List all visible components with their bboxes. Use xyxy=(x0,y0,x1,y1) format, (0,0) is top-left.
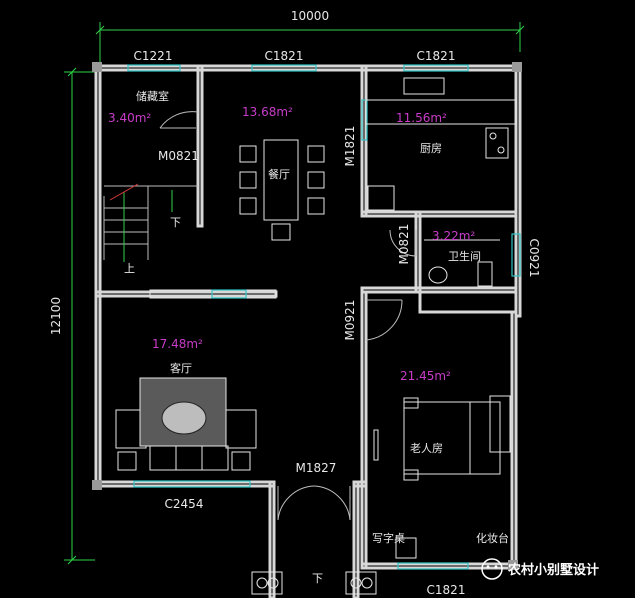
exterior-walls xyxy=(92,62,522,598)
room-area-elder-room: 21.45m² xyxy=(400,369,451,383)
bed xyxy=(403,395,511,481)
vanity-label: 化妆台 xyxy=(476,531,509,545)
label-c1821-right: C1821 xyxy=(417,49,456,63)
label-m0821-bath: M0821 xyxy=(397,224,411,265)
wechat-icon xyxy=(481,558,503,580)
width-dimension: 10000 xyxy=(291,9,329,23)
dimension-lines xyxy=(64,22,525,565)
room-area-living: 17.48m² xyxy=(152,337,203,351)
room-name-living: 客厅 xyxy=(170,361,192,375)
interior-walls xyxy=(94,64,518,314)
label-c2454: C2454 xyxy=(165,497,204,511)
room-area-kitchen: 11.56m² xyxy=(396,111,447,125)
room-name-elder-room: 老人房 xyxy=(410,442,443,455)
watermark: 农村小别墅设计 xyxy=(481,558,599,580)
kitchen-fixtures xyxy=(365,77,517,211)
room-area-storage: 3.40m² xyxy=(108,111,151,125)
desk-label: 写字桌 xyxy=(372,531,405,545)
storage-cabinet-strip xyxy=(149,289,277,299)
room-area-dining: 13.68m² xyxy=(242,105,293,119)
label-m1827: M1827 xyxy=(296,461,337,475)
staircase xyxy=(103,183,198,262)
watermark-text: 农村小别墅设计 xyxy=(507,562,599,578)
label-c1821-top: C1821 xyxy=(265,49,304,63)
room-name-dining: 餐厅 xyxy=(268,167,290,181)
label-m0921: M0921 xyxy=(343,300,357,341)
label-m1821: M1821 xyxy=(343,126,357,167)
room-name-kitchen: 厨房 xyxy=(420,142,442,155)
desk xyxy=(373,429,417,559)
label-c1221: C1221 xyxy=(134,49,173,63)
bathroom-fixtures xyxy=(424,239,500,287)
label-c0921: C0921 xyxy=(527,239,541,278)
height-dimension: 12100 xyxy=(49,297,63,335)
entry-down-label: 下 xyxy=(312,572,323,585)
sofa-set xyxy=(115,377,257,471)
doors xyxy=(159,111,417,521)
room-name-bathroom: 卫生间 xyxy=(448,249,481,263)
dining-table xyxy=(239,139,325,241)
stair-down-label: 下 xyxy=(170,216,181,229)
room-area-bathroom: 3.22m² xyxy=(432,229,475,243)
room-name-storage: 储藏室 xyxy=(136,89,169,103)
label-m0821-storage: M0821 xyxy=(158,149,199,163)
windows xyxy=(127,64,521,570)
stair-up-label: 上 xyxy=(124,262,135,275)
label-c1821-bottom: C1821 xyxy=(427,583,466,597)
entrance-pillars xyxy=(251,571,377,595)
